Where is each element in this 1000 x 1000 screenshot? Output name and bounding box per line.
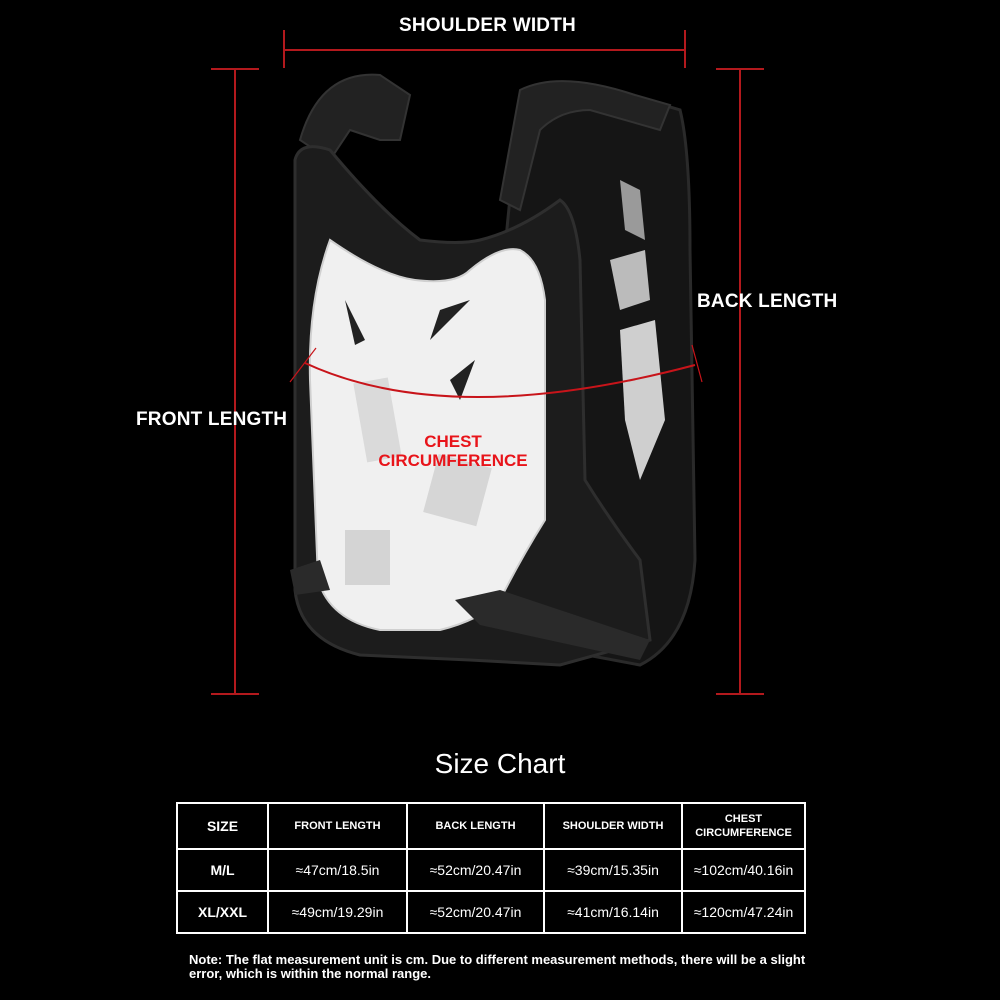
front-length-top-tick (211, 68, 259, 70)
back-length-line (739, 69, 741, 694)
header-shoulder-width: SHOULDER WIDTH (543, 802, 683, 850)
cell-size: M/L (176, 848, 269, 892)
cell-front-length: ≈47cm/18.5in (267, 848, 408, 892)
size-chart-title: Size Chart (434, 748, 566, 779)
header-back-length: BACK LENGTH (406, 802, 545, 850)
back-length-label: BACK LENGTH (697, 291, 838, 312)
chest-circumference-label: CHEST CIRCUMFERENCE (358, 432, 548, 470)
front-length-line (234, 69, 236, 694)
chest-protector-vest-image (289, 73, 703, 667)
back-length-bottom-tick (716, 693, 764, 695)
header-size: SIZE (176, 802, 269, 850)
shoulder-width-label: SHOULDER WIDTH (399, 15, 576, 36)
cell-chest-circumference: ≈102cm/40.16in (681, 848, 806, 892)
table-row: XL/XXL ≈49cm/19.29in ≈52cm/20.47in ≈41cm… (176, 890, 806, 934)
table-header-row: SIZE FRONT LENGTH BACK LENGTH SHOULDER W… (176, 802, 806, 850)
table-row: M/L ≈47cm/18.5in ≈52cm/20.47in ≈39cm/15.… (176, 848, 806, 892)
header-front-length: FRONT LENGTH (267, 802, 408, 850)
front-length-label: FRONT LENGTH (136, 409, 288, 430)
cell-shoulder-width: ≈39cm/15.35in (543, 848, 683, 892)
measurement-note: Note: The flat measurement unit is cm. D… (189, 952, 806, 981)
chest-label-line1: CHEST (424, 432, 482, 451)
shoulder-width-left-tick (283, 30, 285, 68)
cell-shoulder-width: ≈41cm/16.14in (543, 890, 683, 934)
cell-back-length: ≈52cm/20.47in (406, 890, 545, 934)
cell-size: XL/XXL (176, 890, 269, 934)
cell-back-length: ≈52cm/20.47in (406, 848, 545, 892)
shoulder-width-right-tick (684, 30, 686, 68)
header-chest-circumference: CHEST CIRCUMFERENCE (681, 802, 806, 850)
back-length-top-tick (716, 68, 764, 70)
front-length-bottom-tick (211, 693, 259, 695)
size-chart-table: SIZE FRONT LENGTH BACK LENGTH SHOULDER W… (176, 802, 806, 934)
chest-label-line2: CIRCUMFERENCE (378, 451, 528, 470)
cell-chest-circumference: ≈120cm/47.24in (681, 890, 806, 934)
shoulder-width-line (283, 49, 685, 51)
cell-front-length: ≈49cm/19.29in (267, 890, 408, 934)
